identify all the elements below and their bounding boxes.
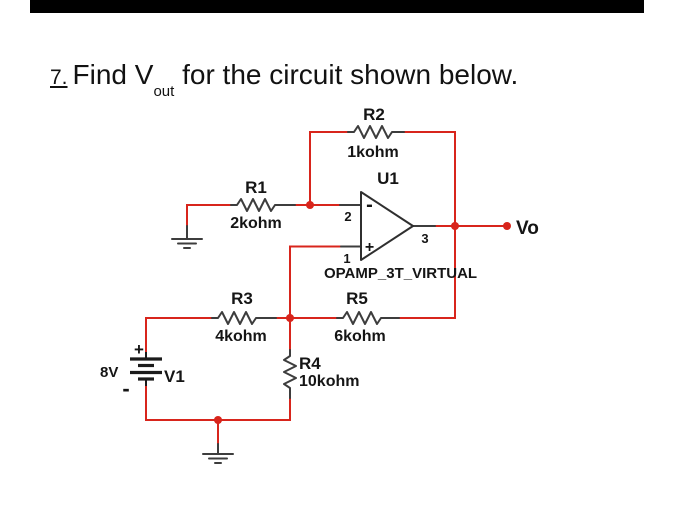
- wire-v1-top-to-r3: [145, 317, 212, 352]
- wire-inverting-node-to-r2: [309, 131, 348, 205]
- junction-dot-noninverting-node: [286, 314, 294, 322]
- wires: [145, 131, 507, 444]
- resistor-R2-label: R2: [363, 105, 385, 124]
- opamp-triangle: [360, 191, 414, 261]
- opamp-pin2-label: 2: [344, 209, 351, 224]
- question-number: 7.: [50, 66, 68, 89]
- resistor-R3: R3 4kohm: [211, 289, 277, 345]
- junction-dot-inverting-node: [306, 201, 314, 209]
- resistor-R5: R5 6kohm: [334, 289, 400, 345]
- resistor-R2-value: 1kohm: [347, 144, 399, 161]
- battery-minus-sign: -: [122, 376, 129, 401]
- resistor-R1-symbol: [230, 198, 296, 212]
- resistor-R1-value: 2kohm: [230, 215, 282, 232]
- title-text-before-subscript: Find V: [72, 59, 154, 90]
- opamp-pin3-label: 3: [421, 231, 428, 246]
- junction-dot-bottom-ground: [214, 416, 222, 424]
- vo-terminal-dot: [503, 222, 511, 230]
- question-title: 7.Find Vout for the circuit shown below.: [50, 59, 519, 99]
- resistor-R5-value: 6kohm: [334, 328, 386, 345]
- top-black-bar: [30, 0, 644, 13]
- output-label: Vo: [516, 218, 539, 239]
- opamp-plus-sign: +: [365, 239, 374, 256]
- resistor-R2: R2 1kohm: [347, 105, 405, 161]
- resistor-R1: R1 2kohm: [230, 178, 296, 232]
- wire-noninverting-input: [289, 245, 341, 318]
- resistor-R2-symbol: [347, 125, 405, 139]
- resistor-R4: R4 10kohm: [283, 349, 359, 399]
- resistor-R4-label: R4: [299, 354, 321, 373]
- resistor-R3-value: 4kohm: [215, 328, 267, 345]
- opamp-pin1-label: 1: [343, 251, 350, 266]
- opamp-label: U1: [377, 169, 399, 188]
- opamp-minus-sign: -: [366, 194, 373, 216]
- wire-bottom-loop: [145, 386, 291, 421]
- junction-dots: [214, 201, 511, 424]
- ground-symbol-bottom: [202, 443, 234, 464]
- resistor-R5-label: R5: [346, 289, 368, 308]
- wire-r1-left-to-ground: [186, 204, 231, 226]
- resistor-R1-label: R1: [245, 178, 267, 197]
- title-text-after-subscript: for the circuit shown below.: [174, 59, 519, 90]
- resistor-R3-label: R3: [231, 289, 253, 308]
- resistor-R4-value: 10kohm: [299, 373, 359, 390]
- resistor-R4-symbol: [283, 349, 297, 399]
- opamp-U1: - + U1 2 1 3 OPAMP_3T_VIRTUAL: [324, 169, 477, 282]
- battery-value-label: 8V: [100, 364, 118, 381]
- battery-V1: + - 8V V1: [100, 340, 185, 401]
- resistor-R3-symbol: [211, 311, 277, 325]
- junction-dot-output-node: [451, 222, 459, 230]
- ground-symbol-top: [171, 225, 203, 249]
- battery-name-label: V1: [164, 367, 185, 386]
- opamp-model-label: OPAMP_3T_VIRTUAL: [324, 265, 477, 282]
- resistor-R5-symbol: [336, 311, 400, 325]
- battery-plus-sign: +: [134, 340, 144, 359]
- vout-subscript: out: [153, 82, 175, 100]
